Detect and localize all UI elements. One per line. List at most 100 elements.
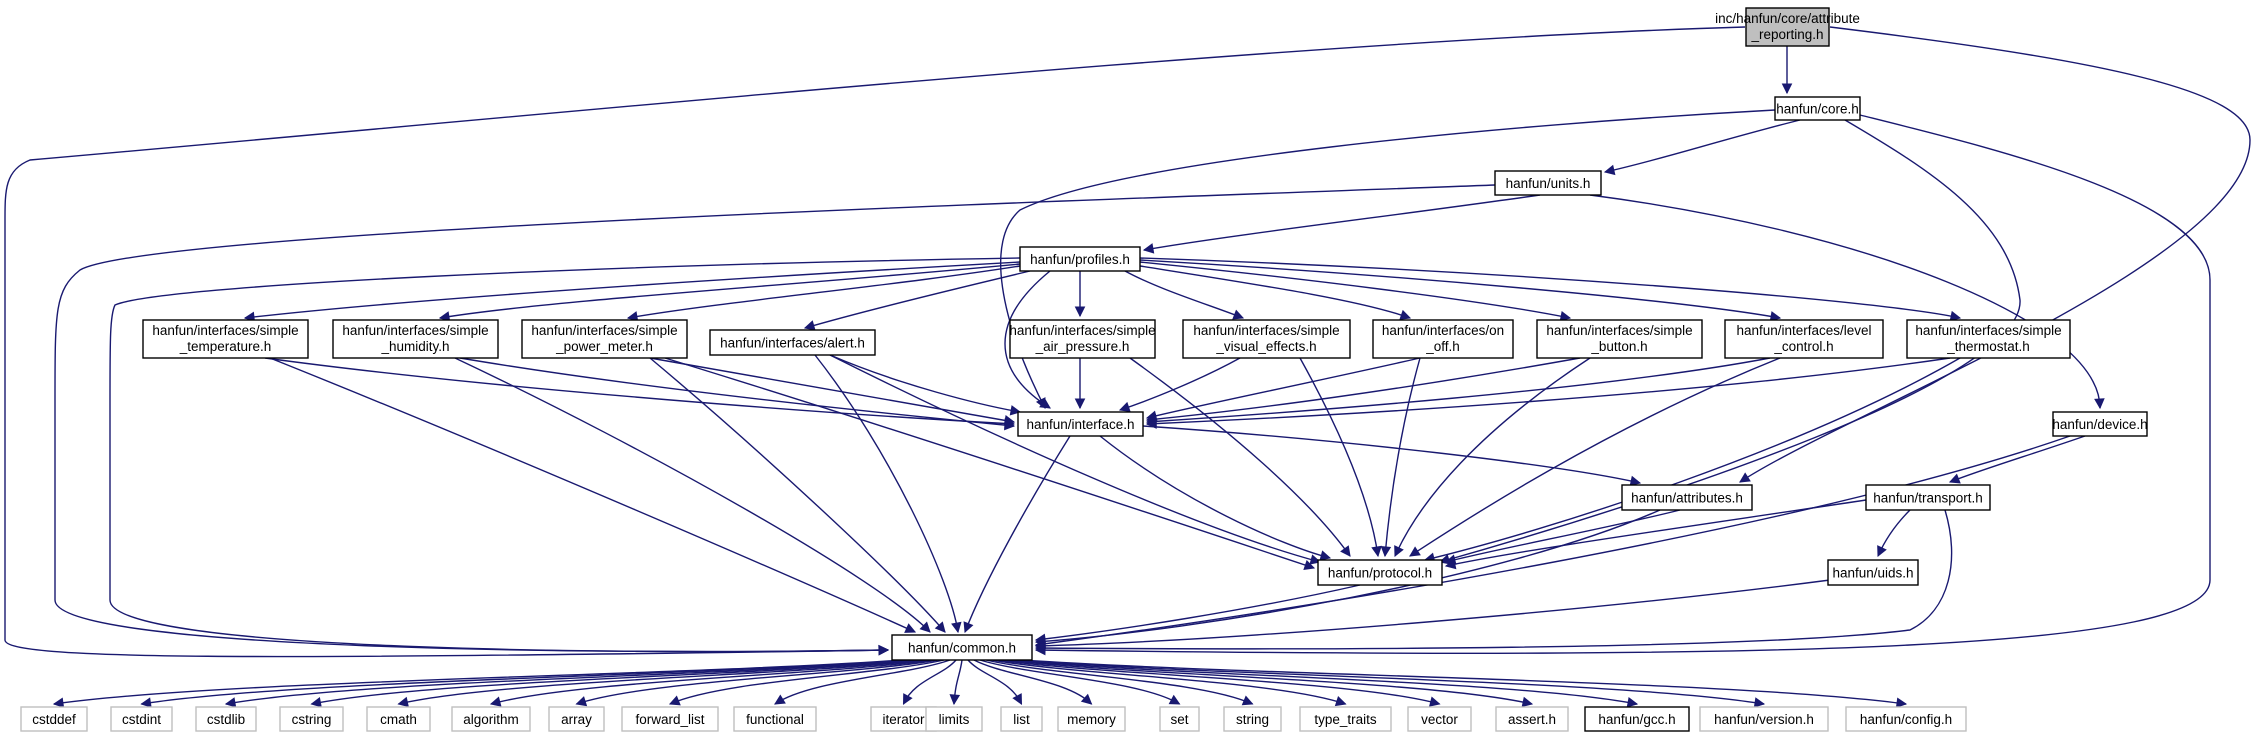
node-cstdint-box bbox=[110, 706, 173, 732]
node-algorithm-label-0: algorithm bbox=[463, 712, 519, 727]
node-forward_list-box bbox=[621, 706, 719, 732]
node-iface[interactable]: hanfun/interface.h bbox=[1017, 411, 1144, 437]
edge-onoff-to-protocol bbox=[1384, 357, 1421, 557]
edge-uids-to-common bbox=[1035, 579, 1831, 647]
node-root[interactable]: inc/hanfun/core/attribute_reporting.h bbox=[1715, 7, 1860, 47]
node-level[interactable]: hanfun/interfaces/level_control.h bbox=[1724, 319, 1884, 359]
node-assert[interactable]: assert.h bbox=[1495, 706, 1569, 732]
node-set-label-0: set bbox=[1170, 712, 1188, 727]
edge-arrowhead-common-to-list bbox=[1012, 693, 1023, 705]
node-memory[interactable]: memory bbox=[1057, 706, 1126, 732]
node-cstdlib-label-0: cstdlib bbox=[207, 712, 245, 727]
edge-arrowhead-common-to-functional bbox=[774, 694, 786, 705]
edge-arrowhead-common-to-gcc bbox=[1626, 697, 1639, 708]
node-cstddef[interactable]: cstddef bbox=[20, 706, 88, 732]
edge-arrowhead-temp-to-common bbox=[904, 623, 917, 633]
edge-arrowhead-device-to-transport bbox=[1948, 473, 1961, 484]
node-vector-box bbox=[1407, 706, 1472, 732]
node-units-box bbox=[1494, 170, 1602, 196]
node-onoff[interactable]: hanfun/interfaces/on_off.h bbox=[1372, 319, 1514, 359]
node-set[interactable]: set bbox=[1159, 706, 1200, 732]
edge-profiles-to-level bbox=[1139, 259, 1781, 319]
node-root-label-0: inc/hanfun/core/attribute bbox=[1715, 11, 1860, 26]
edge-button-to-iface bbox=[1146, 357, 1581, 421]
node-core[interactable]: hanfun/core.h bbox=[1774, 96, 1861, 121]
node-profiles[interactable]: hanfun/profiles.h bbox=[1019, 246, 1141, 272]
node-protocol-box bbox=[1317, 559, 1443, 586]
node-cmath[interactable]: cmath bbox=[366, 706, 431, 732]
edge-arrowhead-button-to-protocol bbox=[1394, 545, 1404, 558]
node-uids[interactable]: hanfun/uids.h bbox=[1827, 559, 1919, 586]
node-vector-label-0: vector bbox=[1421, 712, 1458, 727]
node-protocol[interactable]: hanfun/protocol.h bbox=[1317, 559, 1443, 586]
node-array[interactable]: array bbox=[548, 706, 605, 732]
node-temp[interactable]: hanfun/interfaces/simple_temperature.h bbox=[142, 319, 309, 359]
node-array-box bbox=[548, 706, 605, 732]
node-algorithm[interactable]: algorithm bbox=[451, 706, 531, 732]
node-alert-label-0: hanfun/interfaces/alert.h bbox=[720, 336, 865, 351]
node-visual[interactable]: hanfun/interfaces/simple_visual_effects.… bbox=[1182, 319, 1351, 359]
node-version[interactable]: hanfun/version.h bbox=[1699, 706, 1829, 732]
node-functional[interactable]: functional bbox=[733, 706, 817, 732]
node-power-label-1: _power_meter.h bbox=[555, 339, 653, 354]
node-button-box bbox=[1536, 319, 1703, 359]
node-string-box bbox=[1223, 706, 1282, 732]
node-common-box bbox=[891, 634, 1033, 661]
node-thermo-label-1: _thermostat.h bbox=[1946, 339, 2030, 354]
node-units-label-0: hanfun/units.h bbox=[1506, 176, 1591, 191]
node-cstdlib[interactable]: cstdlib bbox=[195, 706, 257, 732]
edge-arrowhead-power-to-common bbox=[934, 621, 946, 633]
node-limits[interactable]: limits bbox=[925, 706, 983, 732]
edge-core-to-iface bbox=[999, 109, 1776, 409]
node-type_traits[interactable]: type_traits bbox=[1299, 706, 1392, 732]
node-forward_list[interactable]: forward_list bbox=[621, 706, 719, 732]
edge-humid-to-common bbox=[454, 357, 931, 633]
edge-arrowhead-air-to-protocol bbox=[1340, 545, 1351, 557]
node-cmath-box bbox=[366, 706, 431, 732]
node-alert[interactable]: hanfun/interfaces/alert.h bbox=[709, 329, 876, 356]
edge-arrowhead-humid-to-common bbox=[919, 621, 931, 633]
node-cstring[interactable]: cstring bbox=[279, 706, 344, 732]
node-list[interactable]: list bbox=[1000, 706, 1043, 732]
edge-arrowhead-power-to-iface bbox=[1003, 415, 1016, 426]
node-config[interactable]: hanfun/config.h bbox=[1845, 706, 1967, 732]
node-power-label-0: hanfun/interfaces/simple bbox=[531, 323, 677, 338]
node-cstring-label-0: cstring bbox=[292, 712, 332, 727]
edge-thermo-to-protocol bbox=[1424, 357, 1961, 561]
edge-air-to-protocol bbox=[1129, 357, 1351, 557]
edge-arrowhead-profiles-to-air bbox=[1074, 306, 1086, 318]
edge-arrowhead-common-to-string bbox=[1241, 695, 1254, 706]
node-button[interactable]: hanfun/interfaces/simple_button.h bbox=[1536, 319, 1703, 359]
node-list-label-0: list bbox=[1013, 712, 1030, 727]
edge-common-to-version bbox=[1015, 659, 1765, 705]
node-air[interactable]: hanfun/interfaces/simple_air_pressure.h bbox=[1009, 319, 1156, 359]
node-cstdint[interactable]: cstdint bbox=[110, 706, 173, 732]
node-common[interactable]: hanfun/common.h bbox=[891, 634, 1033, 661]
node-units[interactable]: hanfun/units.h bbox=[1494, 170, 1602, 196]
edge-common-to-cmath bbox=[398, 659, 927, 705]
edge-thermo-to-iface bbox=[1146, 357, 1951, 425]
edge-attrs-to-common bbox=[1035, 509, 1661, 643]
edge-attrs-to-protocol bbox=[1445, 509, 1681, 563]
node-iterator[interactable]: iterator bbox=[870, 706, 937, 732]
node-vector[interactable]: vector bbox=[1407, 706, 1472, 732]
edge-common-to-iterator bbox=[902, 659, 957, 705]
node-string[interactable]: string bbox=[1223, 706, 1282, 732]
edge-level-to-iface bbox=[1146, 357, 1771, 423]
edge-arrowhead-air-to-iface bbox=[1074, 398, 1086, 410]
edge-arrowhead-common-to-set bbox=[1168, 694, 1181, 705]
edge-arrowhead-common-to-cstdint bbox=[140, 697, 152, 708]
node-gcc[interactable]: hanfun/gcc.h bbox=[1584, 706, 1690, 732]
node-device[interactable]: hanfun/device.h bbox=[2052, 411, 2148, 437]
node-thermo[interactable]: hanfun/interfaces/simple_thermostat.h bbox=[1906, 319, 2071, 359]
node-power[interactable]: hanfun/interfaces/simple_power_meter.h bbox=[521, 319, 688, 359]
node-uids-box bbox=[1827, 559, 1919, 586]
node-cstddef-box bbox=[20, 706, 88, 732]
node-temp-box bbox=[142, 319, 309, 359]
node-config-box bbox=[1845, 706, 1967, 732]
node-type_traits-label-0: type_traits bbox=[1314, 712, 1377, 727]
node-transport[interactable]: hanfun/transport.h bbox=[1865, 484, 1991, 511]
node-humid[interactable]: hanfun/interfaces/simple_humidity.h bbox=[332, 319, 499, 359]
node-attrs[interactable]: hanfun/attributes.h bbox=[1621, 484, 1753, 511]
